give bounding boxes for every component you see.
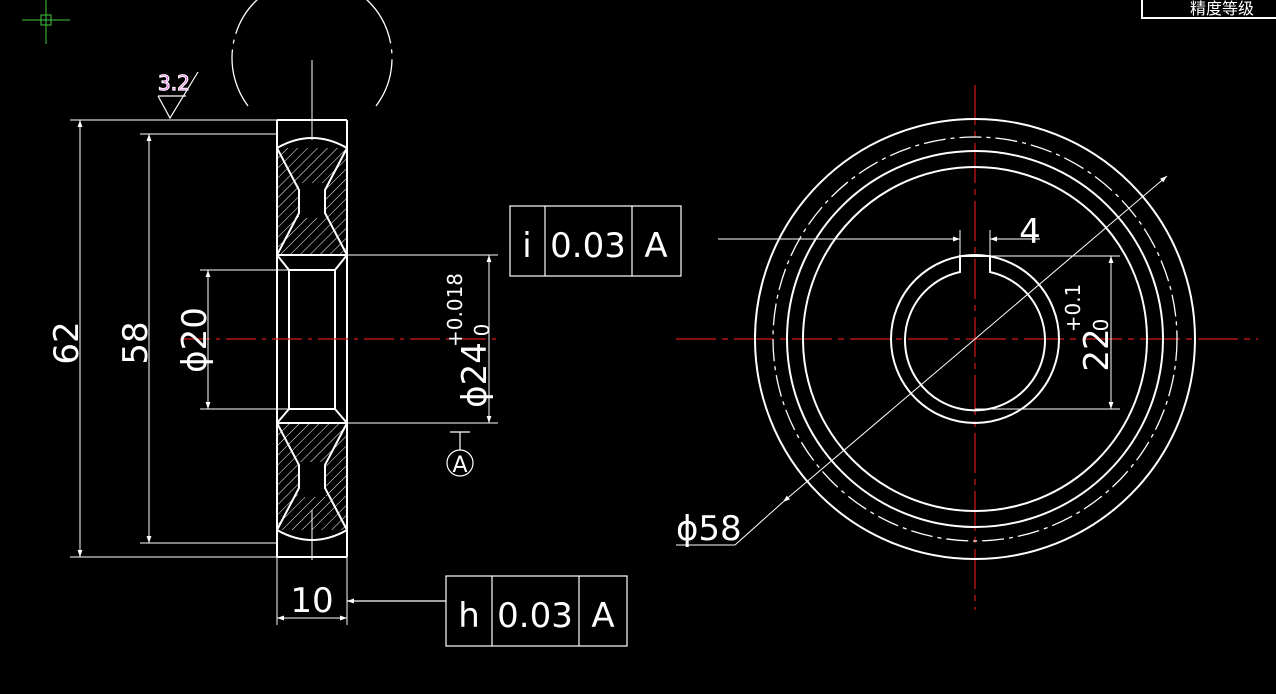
dim-front-diameter: ϕ58: [676, 509, 742, 549]
dim-width: 10: [290, 581, 333, 621]
datum-a-label: A: [452, 453, 467, 478]
title-block: 精度等级: [1141, 0, 1276, 19]
tolerance-frame-runout-2: h 0.03 A: [347, 575, 628, 647]
dim-bore-upper-tol: +0.018: [443, 273, 467, 347]
dim-keyway-upper-tol: +0.1: [1061, 284, 1085, 333]
dim-keyway-depth: 22: [1077, 328, 1117, 371]
title-block-label: 精度等级: [1190, 0, 1254, 18]
dim-bore-lower-tol: 0: [470, 324, 494, 337]
cursor-crosshair-icon: [22, 0, 70, 44]
tol2-value: 0.03: [497, 596, 573, 636]
dim-keyway-lower-tol: 0: [1089, 319, 1113, 332]
side-section-view: 3.2 62 58 ϕ20 ϕ24 +0.018 0: [47, 0, 500, 625]
roughness-value: 3.2: [158, 71, 190, 95]
tol2-datum: A: [591, 596, 614, 636]
dim-bore: ϕ24: [455, 342, 495, 408]
dim-outer-diameter: 62: [47, 321, 87, 364]
datum-a-symbol: A: [446, 431, 474, 478]
dim-root-diameter: 58: [116, 321, 156, 364]
tol1-value: 0.03: [550, 226, 626, 266]
hatched-rim-top: [277, 148, 347, 255]
tol1-symbol: i: [522, 226, 531, 266]
tol2-symbol: h: [458, 596, 480, 636]
dim-phi20: ϕ20: [175, 307, 215, 373]
front-view: ϕ58 4 22 +0.1 0: [676, 85, 1258, 610]
dim-keyway-width: 4: [1019, 212, 1041, 252]
surface-roughness-symbol: 3.2: [157, 70, 199, 120]
mating-worm-circle: [231, 0, 393, 107]
tol1-datum: A: [644, 226, 667, 266]
tolerance-frame-runout-1: i 0.03 A: [509, 205, 682, 277]
